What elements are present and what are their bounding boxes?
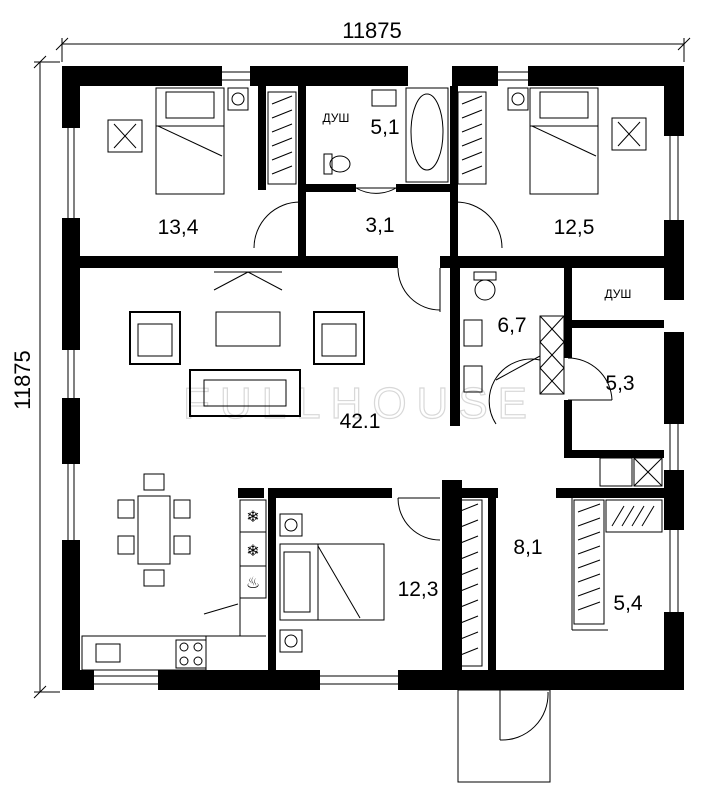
kitchen-sink-icon xyxy=(95,643,121,663)
fridge-column: ❄ ❄ ♨ xyxy=(239,499,267,599)
doors xyxy=(253,187,613,783)
area-living-kitchen: 42.1 xyxy=(340,410,381,433)
lamp-icon xyxy=(284,518,298,532)
dimension-top xyxy=(55,37,691,62)
stove-icon xyxy=(175,639,207,669)
lamp-icon xyxy=(231,92,245,106)
sofa xyxy=(189,369,301,417)
tv-stand xyxy=(213,271,283,291)
bed-nw xyxy=(155,87,225,195)
wardrobe-nw xyxy=(267,91,297,185)
armchair-left xyxy=(129,311,181,365)
sink-east-1 xyxy=(463,319,483,347)
area-room-east: 5,3 xyxy=(605,372,634,395)
tag-bathroom-east: ДУШ xyxy=(605,287,632,301)
sink-east-2 xyxy=(463,365,483,393)
area-bedroom-south: 12,3 xyxy=(398,578,439,601)
shelving-east xyxy=(539,315,565,395)
bed-ne xyxy=(529,87,599,195)
interior-walls xyxy=(80,86,664,670)
armchair-ne xyxy=(611,117,647,151)
flame-icon: ♨ xyxy=(246,575,260,592)
dimension-width-label: 11875 xyxy=(342,18,402,43)
coffee-table xyxy=(215,311,281,347)
furniture: ❄ ❄ ♨ xyxy=(81,87,663,671)
nightstand-south-2 xyxy=(279,629,303,653)
dining-chairs xyxy=(117,473,191,587)
dimension-left xyxy=(33,55,60,699)
area-hall-top: 3,1 xyxy=(365,214,394,237)
bed-south xyxy=(279,543,385,621)
wardrobe-south xyxy=(453,499,483,667)
wardrobe-ne xyxy=(457,91,487,185)
dimension-height-label: 11875 xyxy=(10,350,35,410)
area-bathroom-top: 5,1 xyxy=(370,116,399,139)
wardrobe-se xyxy=(573,499,663,625)
nightstand-lamp-icon xyxy=(227,87,249,111)
watermark: FULLHOUSE xyxy=(183,379,537,428)
lamp-icon xyxy=(511,92,525,106)
sink-icon xyxy=(371,89,397,107)
washer-icon xyxy=(633,457,663,487)
area-bedroom-nw: 13,4 xyxy=(158,216,199,239)
dining-table xyxy=(137,495,171,565)
armchair-right xyxy=(313,311,365,365)
nightstand-ne xyxy=(507,87,529,111)
tag-bathroom-top: ДУШ xyxy=(323,111,350,125)
snowflake-icon: ❄ xyxy=(246,543,259,560)
lamp-icon xyxy=(284,634,298,648)
area-bathroom-east: 6,7 xyxy=(497,314,526,337)
area-bedroom-ne: 12,5 xyxy=(554,216,595,239)
nightstand-south xyxy=(279,513,303,537)
area-wardrobe-se: 5,4 xyxy=(613,592,643,615)
bathtub xyxy=(405,87,449,183)
kitchen-counter xyxy=(81,635,207,671)
snowflake-icon: ❄ xyxy=(246,509,259,526)
room-labels: 13,4 5,1 ДУШ 3,1 12,5 6,7 ДУШ 5,3 42.1 1… xyxy=(158,111,643,615)
toilet-top xyxy=(323,153,351,175)
windows xyxy=(67,71,679,685)
area-hall-entry: 8,1 xyxy=(513,536,542,559)
toilet-east xyxy=(473,271,497,301)
exterior-walls xyxy=(62,66,684,690)
armchair-nw xyxy=(107,119,143,153)
